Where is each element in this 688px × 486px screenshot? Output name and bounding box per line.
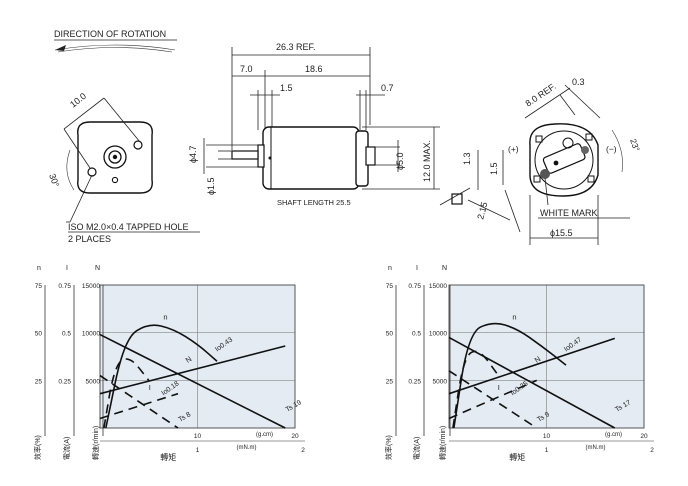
- performance-chart-left: n 25 50 75 效率(%) I 0.25 0.5 0.75 電流(A) N 5000 10000 1…: [33, 265, 305, 462]
- efficiency-curve-low: [103, 358, 150, 429]
- axis-title: 效率(%): [33, 435, 42, 460]
- rotation-indicator: DIRECTION OF ROTATION: [54, 29, 177, 53]
- chart-frame: [99, 284, 296, 429]
- dim-mount-dia: ϕ4.7: [188, 145, 198, 163]
- white-mark-dot: [540, 169, 550, 179]
- x-axis-title: 轉矩: [160, 452, 176, 462]
- dim-angle-23: 23°: [628, 137, 642, 153]
- x-tick-label: 20: [640, 433, 648, 440]
- axis-tick-label: 0.25: [408, 378, 421, 385]
- current-curve-low: [99, 392, 179, 420]
- axis-tick-label: 25: [35, 378, 43, 385]
- dim-boss-dia: ϕ5.0: [395, 152, 405, 170]
- x-unit-label: (mN.m): [237, 445, 257, 451]
- tapped-hole-places: 2 PLACES: [68, 234, 111, 244]
- dim-hole-spacing: 10.0: [68, 91, 88, 110]
- dim-terminal-15: 1.5: [489, 162, 499, 175]
- axis-tick-label: 5000: [86, 378, 101, 385]
- x-axis-title: 轉矩: [509, 452, 525, 462]
- x-tick-label: 10: [194, 433, 202, 440]
- axis-tick-label: 10000: [82, 331, 100, 338]
- rear-view: (+) (−) 8.0 REF. 0.3 23° 1.3 1.5 2.15 WH…: [439, 77, 642, 245]
- x-tick-label: 1: [545, 447, 549, 454]
- dim-rear-dia: ϕ15.5: [550, 228, 573, 238]
- x-tick-label: 1: [196, 447, 200, 454]
- x-unit-label: (g.cm): [256, 432, 273, 438]
- axis-title: 效率(%): [384, 435, 393, 460]
- axis-symbol: I: [66, 265, 68, 272]
- dim-terminal-03: 0.3: [572, 77, 585, 87]
- chart-frame: [448, 284, 645, 429]
- dim-shaft-length: 7.0: [240, 64, 253, 74]
- efficiency-curve-label: n: [163, 312, 167, 321]
- dim-height: 12.0 MAX.: [422, 140, 432, 182]
- tapped-hole-note: ISO M2.0×0.4 TAPPED HOLE: [68, 222, 188, 232]
- rotation-label: DIRECTION OF ROTATION: [54, 29, 166, 39]
- axis-tick-label: 0.5: [62, 331, 71, 338]
- current-curve-label: I: [498, 383, 500, 392]
- axis-tick-label: 5000: [433, 378, 448, 385]
- speed-curve-label: N: [533, 354, 543, 364]
- speed-curve-low: [99, 374, 179, 429]
- dim-angle-30: 30°: [47, 172, 61, 189]
- dim-body-length: 18.6: [305, 64, 323, 74]
- axis-symbol: n: [37, 265, 41, 272]
- x-unit-label: (mN.m): [586, 445, 606, 451]
- dim-terminal-215: 2.15: [475, 201, 489, 221]
- axis-tick-label: 75: [35, 283, 43, 290]
- minus-terminal-label: (−): [606, 144, 617, 154]
- current-curve-low: [448, 379, 538, 420]
- axis-tick-label: 15000: [82, 283, 100, 290]
- axis-title: 轉速(r/min): [438, 426, 447, 460]
- motor-shaft: [231, 150, 259, 160]
- axis-tick-label: 0.75: [58, 283, 71, 290]
- axis-tick-label: 50: [35, 331, 43, 338]
- axis-title: 電流(A): [62, 437, 71, 460]
- axis-title: 轉速(r/min): [91, 426, 100, 460]
- axis-tick-label: 50: [386, 331, 394, 338]
- dim-flange: 1.5: [280, 83, 293, 93]
- speed-curve: [99, 333, 286, 429]
- shaft-length-note: SHAFT LENGTH 25.5: [277, 198, 351, 207]
- speed-curve-label: N: [184, 354, 194, 364]
- axis-symbol: N: [95, 265, 100, 272]
- axis-tick-label: 15000: [429, 283, 447, 290]
- x-tick-label: 2: [301, 447, 305, 454]
- tapped-hole: [133, 140, 143, 150]
- axis-title: 電流(A): [412, 437, 421, 460]
- efficiency-curve-low: [452, 350, 499, 429]
- front-view: 10.0 30° ISO M2.0×0.4 TAPPED HOLE 2 PLAC…: [47, 91, 200, 244]
- axis-tick-label: 75: [386, 283, 394, 290]
- x-tick-label: 2: [650, 447, 654, 454]
- dim-end: 0.7: [381, 83, 394, 93]
- axis-symbol: N: [442, 265, 447, 272]
- tapped-hole: [87, 167, 97, 177]
- axis-tick-label: 0.75: [408, 283, 421, 290]
- axis-tick-label: 10000: [429, 331, 447, 338]
- x-unit-label: (g.cm): [605, 432, 622, 438]
- axis-symbol: I: [416, 265, 418, 272]
- dim-terminal-ref: 8.0 REF.: [524, 81, 558, 109]
- dim-terminal-13: 1.3: [462, 152, 472, 165]
- axis-tick-label: 0.25: [58, 378, 71, 385]
- axis-symbol: n: [388, 265, 392, 272]
- plus-terminal-label: (+): [508, 144, 519, 154]
- side-view: 26.3 REF. 7.0 18.6 1.5 0.7 ϕ4.7 ϕ1.5 ϕ5.…: [188, 42, 440, 207]
- x-tick-label: 20: [291, 433, 299, 440]
- dim-overall: 26.3 REF.: [276, 42, 316, 52]
- axis-tick-label: 25: [386, 378, 394, 385]
- x-tick-label: 10: [543, 433, 551, 440]
- efficiency-curve: [105, 324, 218, 429]
- current-curve: [99, 345, 286, 395]
- current-curve: [448, 337, 616, 395]
- axis-tick-label: 0.5: [412, 331, 421, 338]
- efficiency-curve-label: n: [512, 312, 516, 321]
- rotation-arrow-icon: [55, 45, 66, 51]
- white-mark-label: WHITE MARK: [540, 208, 598, 218]
- dim-shaft-dia: ϕ1.5: [206, 177, 216, 195]
- performance-chart-right: n 25 50 75 效率(%) I 0.25 0.5 0.75 電流(A) N 5000 10000 1…: [384, 265, 654, 462]
- current-curve-label: I: [149, 383, 151, 392]
